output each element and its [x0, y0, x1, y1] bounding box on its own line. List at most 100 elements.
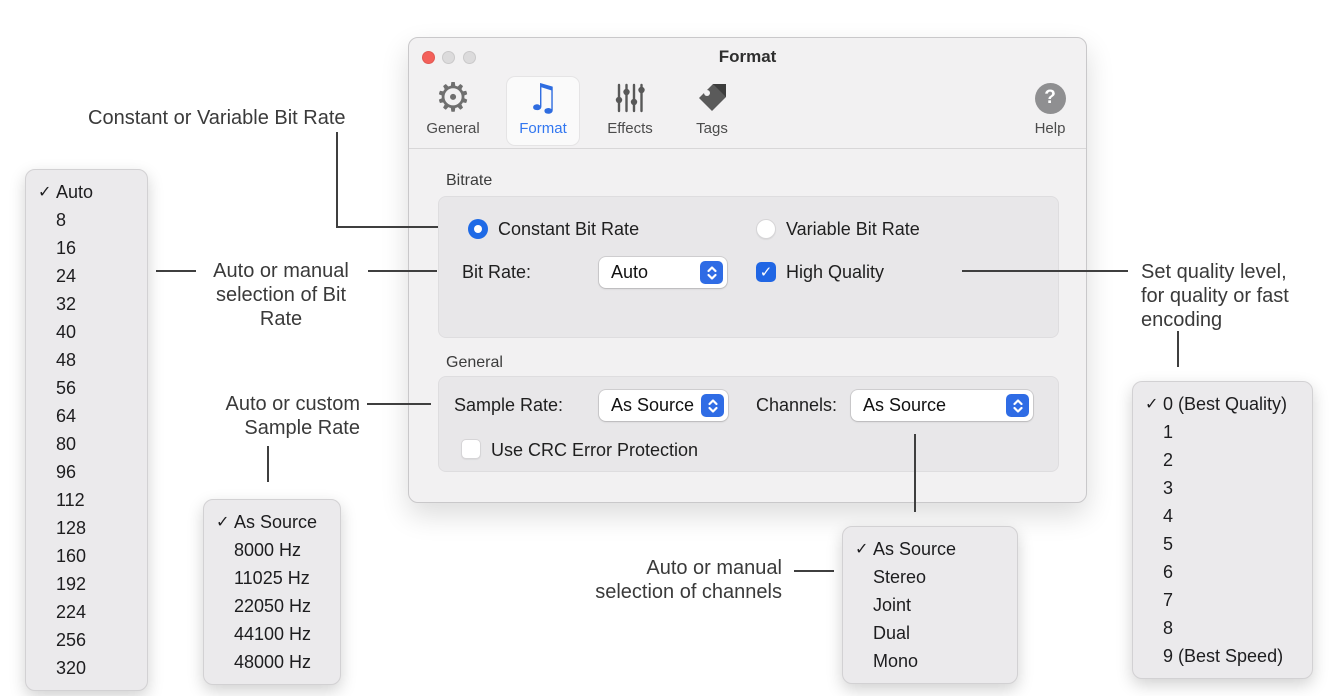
menu-item[interactable]: 112	[56, 489, 85, 510]
toolbar-item-effects[interactable]: Effects	[594, 77, 666, 145]
annotation-bit-rate-selection: Auto or manual selection of Bit Rate	[213, 260, 349, 330]
toolbar-label: General	[426, 120, 480, 137]
popup-chevrons-icon	[700, 261, 723, 284]
gear-icon: ⚙	[435, 75, 471, 121]
menu-item[interactable]: Mono	[873, 650, 919, 671]
checkmark-icon: ✓	[216, 514, 230, 531]
high-quality-checkbox[interactable]: ✓	[756, 262, 776, 282]
menu-item[interactable]: 4	[1163, 505, 1174, 526]
music-note-icon: ♫	[526, 76, 560, 119]
crc-label: Use CRC Error Protection	[491, 440, 699, 460]
channels-popup[interactable]: As Source	[851, 390, 1033, 421]
menu-item[interactable]: 8000 Hz	[234, 539, 302, 560]
menu-item[interactable]: 11025 Hz	[234, 567, 310, 588]
toolbar-label: Tags	[696, 120, 728, 137]
menu-item[interactable]: 192	[56, 573, 87, 594]
bit-rate-popup-value: Auto	[611, 262, 649, 282]
connector-sample-rate-vertical	[267, 446, 269, 482]
popup-chevrons-icon	[1006, 394, 1029, 417]
menu-item[interactable]: ✓ Auto	[38, 181, 94, 202]
connector-high-quality	[962, 270, 1128, 272]
checkmark-icon: ✓	[1145, 396, 1159, 413]
help-icon: ?	[1034, 77, 1066, 119]
window-title: Format	[718, 47, 777, 66]
connector-bit-rate-mode-horizontal	[336, 226, 438, 228]
variable-bit-rate-label: Variable Bit Rate	[786, 219, 920, 239]
menu-item[interactable]: ✓ As Source	[216, 511, 318, 532]
menu-item[interactable]: Joint	[873, 594, 912, 615]
popup-chevrons-icon	[701, 394, 724, 417]
menu-item[interactable]: 48000 Hz	[234, 651, 312, 672]
general-section-label: General	[446, 354, 503, 371]
toolbar-item-help[interactable]: ? Help	[1014, 77, 1086, 145]
connector-quality-vertical	[1177, 331, 1179, 367]
menu-item[interactable]: 5	[1163, 533, 1174, 554]
channels-popup-value: As Source	[863, 395, 947, 415]
menu-item[interactable]: 64	[56, 405, 77, 426]
connector-channels-dash	[794, 570, 834, 572]
channels-menu: ✓ As Source Stereo Joint Dual Mono	[842, 526, 1018, 684]
menu-item[interactable]: 22050 Hz	[234, 595, 312, 616]
connector-channels-vertical	[914, 434, 916, 512]
menu-item[interactable]: Stereo	[873, 566, 927, 587]
menu-item[interactable]: 48	[56, 349, 77, 370]
minimize-button[interactable]	[442, 51, 455, 64]
menu-item[interactable]: ✓ 0 (Best Quality)	[1145, 393, 1288, 414]
bit-rate-menu: ✓ Auto 8 16 24 32	[25, 169, 148, 691]
checkmark-icon: ✓	[759, 264, 773, 281]
close-button[interactable]	[422, 51, 435, 64]
quality-menu: ✓ 0 (Best Quality) 1 2 3 4	[1132, 381, 1313, 679]
bitrate-groupbox	[438, 196, 1059, 338]
annotation-channels: Auto or manual selection of channels	[595, 557, 782, 603]
toolbar-item-format[interactable]: ♫ Format	[507, 77, 579, 145]
constant-bit-rate-label: Constant Bit Rate	[498, 219, 640, 239]
crc-checkbox[interactable]	[461, 439, 481, 459]
annotation-quality: Set quality level, for quality or fast e…	[1141, 261, 1289, 331]
menu-item[interactable]: 40	[56, 321, 77, 342]
sample-rate-popup[interactable]: As Source	[599, 390, 728, 421]
channels-label: Channels:	[756, 395, 838, 415]
menu-item[interactable]: 80	[56, 433, 77, 454]
variable-bit-rate-radio[interactable]	[756, 219, 776, 239]
menu-item[interactable]: 320	[56, 657, 87, 678]
menu-item[interactable]: 56	[56, 377, 77, 398]
sliders-icon	[613, 77, 647, 119]
menu-item[interactable]: 8	[56, 209, 67, 230]
connector-sample-rate-horizontal	[367, 403, 431, 405]
menu-item[interactable]: 8	[1163, 617, 1174, 638]
toolbar-separator	[409, 148, 1086, 149]
menu-item[interactable]: 44100 Hz	[234, 623, 312, 644]
checkmark-icon: ✓	[38, 184, 52, 201]
bit-rate-popup[interactable]: Auto	[599, 257, 727, 288]
toolbar-label: Format	[519, 120, 567, 137]
annotation-sample-rate: Auto or custom Sample Rate	[225, 393, 360, 439]
constant-bit-rate-radio[interactable]	[468, 219, 488, 239]
menu-item[interactable]: 224	[56, 601, 87, 622]
menu-item[interactable]: ✓ As Source	[855, 538, 957, 559]
menu-item[interactable]: 96	[56, 461, 77, 482]
menu-item[interactable]: Dual	[873, 622, 911, 643]
titlebar[interactable]: Format	[409, 38, 1086, 76]
menu-item[interactable]: 32	[56, 293, 77, 314]
toolbar-item-tags[interactable]: Tags	[676, 77, 748, 145]
bitrate-section-label: Bitrate	[446, 172, 493, 189]
menu-item[interactable]: 160	[56, 545, 87, 566]
sample-rate-popup-value: As Source	[611, 395, 695, 415]
menu-item[interactable]: 1	[1163, 421, 1174, 442]
menu-item[interactable]: 7	[1163, 589, 1174, 610]
menu-item[interactable]: 128	[56, 517, 87, 538]
menu-item[interactable]: 9 (Best Speed)	[1163, 645, 1284, 666]
menu-item[interactable]: 2	[1163, 449, 1174, 470]
menu-item[interactable]: 16	[56, 237, 77, 258]
sample-rate-label: Sample Rate:	[454, 395, 564, 415]
menu-item[interactable]: 3	[1163, 477, 1174, 498]
toolbar-item-general[interactable]: ⚙ General	[417, 77, 489, 145]
menu-item[interactable]: 6	[1163, 561, 1174, 582]
menu-item[interactable]: 256	[56, 629, 87, 650]
sample-rate-menu: ✓ As Source 8000 Hz 11025 Hz 22050 Hz 44…	[203, 499, 341, 685]
bit-rate-label: Bit Rate:	[462, 262, 532, 282]
menu-item[interactable]: 24	[56, 265, 77, 286]
connector-bit-rate-mode-vertical	[336, 132, 338, 228]
zoom-button[interactable]	[463, 51, 476, 64]
